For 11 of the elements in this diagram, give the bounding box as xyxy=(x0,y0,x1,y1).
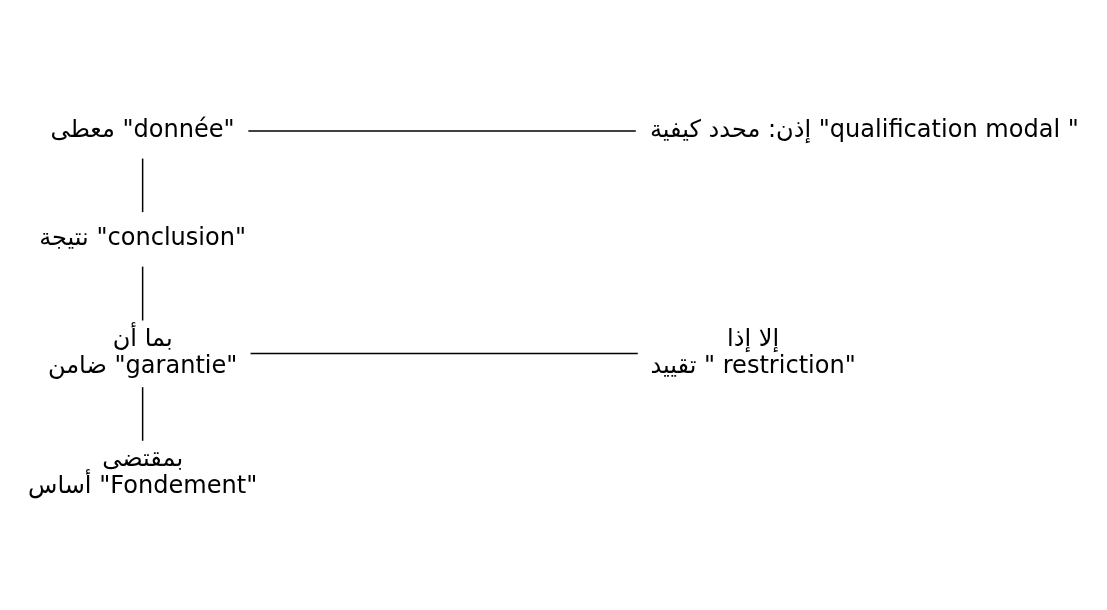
node-text: نتيجة "conclusion" xyxy=(39,222,247,251)
connector xyxy=(249,352,639,354)
connector xyxy=(247,129,637,132)
node-text: إلا إذا تقييد " restriction" xyxy=(650,323,856,379)
node-text: بمقتضى أساس "Fondement" xyxy=(28,443,258,499)
connector xyxy=(141,385,144,442)
node-text: معطى "donnée" xyxy=(50,114,235,143)
node-text: إذن: محدد كيفية "qualification modal " xyxy=(649,114,1079,143)
node-text: بما أن ضامن "garantie" xyxy=(47,323,238,379)
connector xyxy=(141,157,144,213)
connector xyxy=(141,265,144,321)
